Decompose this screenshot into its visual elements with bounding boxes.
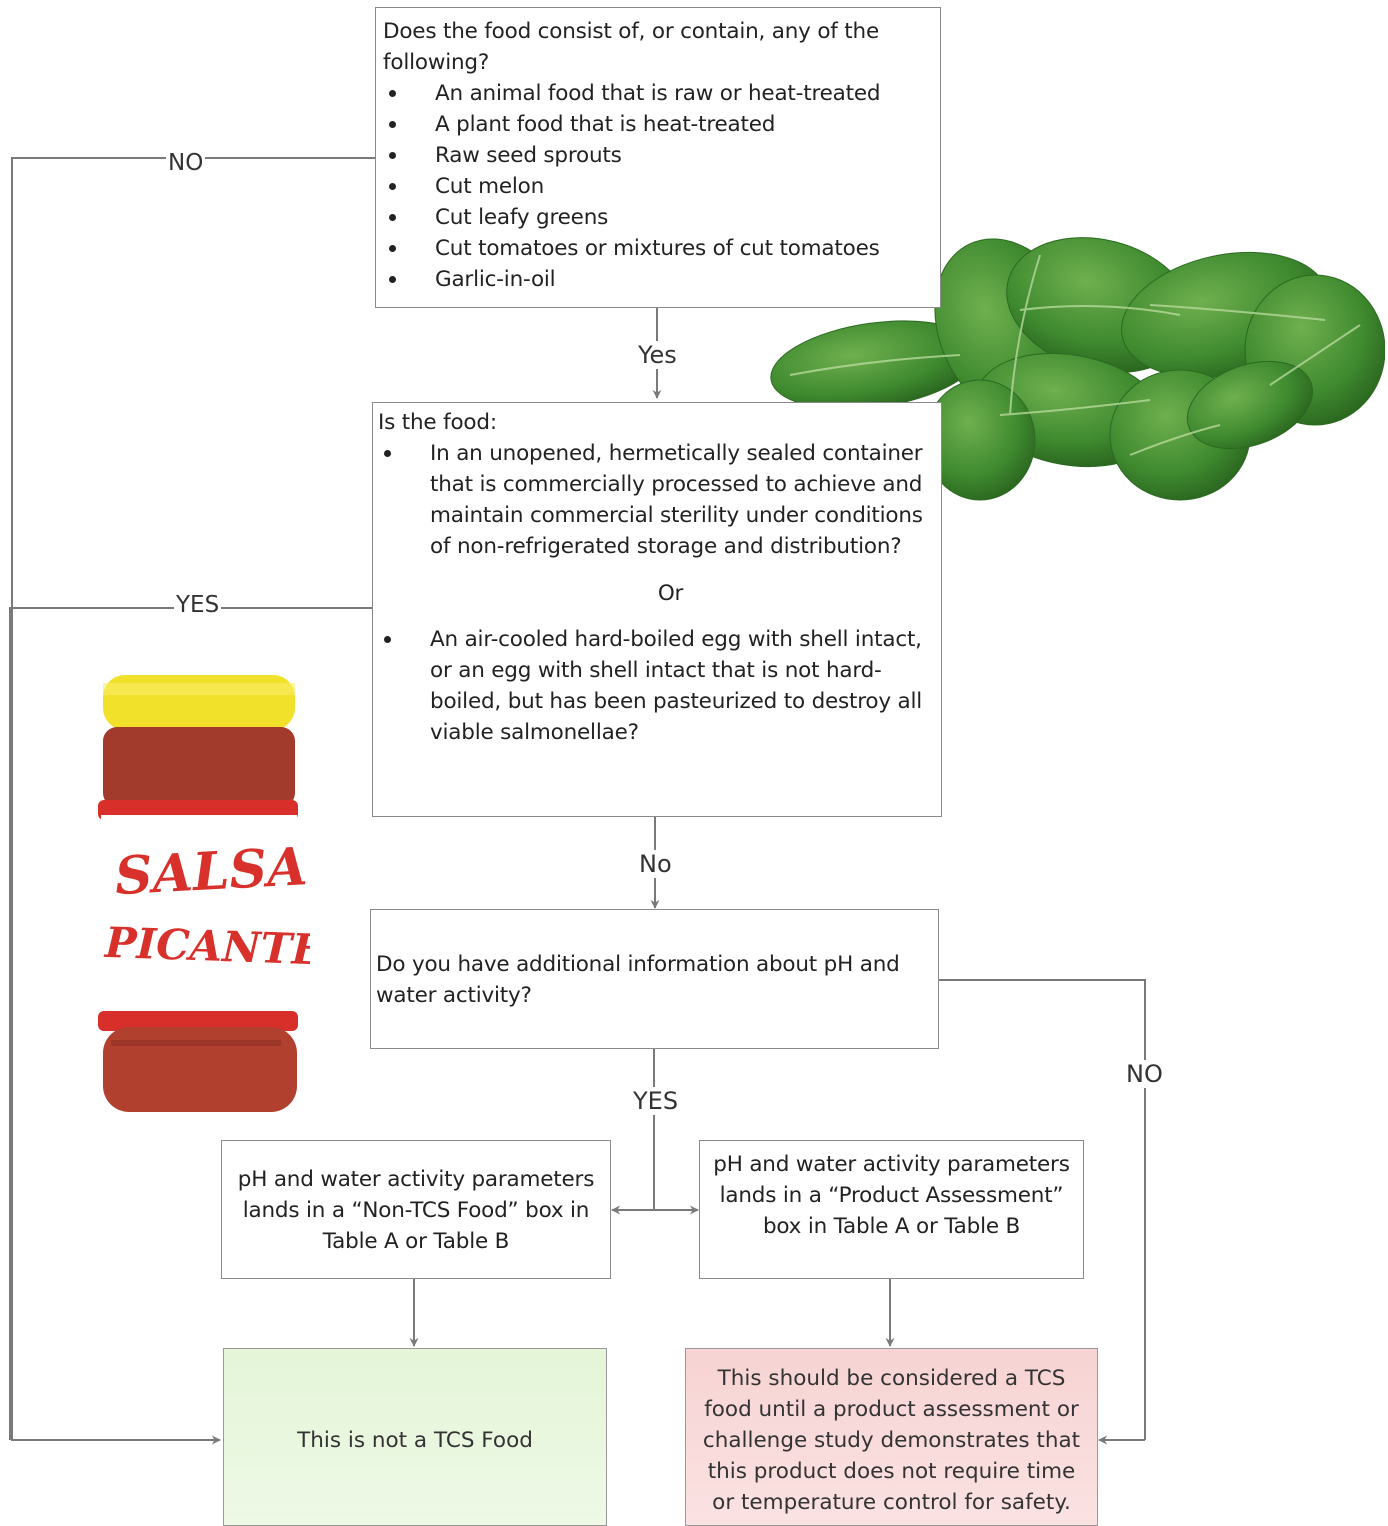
sealed-conditions-list: In an unopened, hermetically sealed cont… — [378, 438, 923, 562]
yes-branch-line — [9, 607, 372, 1440]
question-box-ph-water-activity: Do you have additional information about… — [370, 909, 939, 1049]
yes-label-q1: Yes — [636, 341, 679, 369]
no-label-right: NO — [1124, 1060, 1165, 1088]
list-item: In an unopened, hermetically sealed cont… — [378, 438, 923, 562]
result-not-tcs-text: This is not a TCS Food — [297, 1428, 533, 1453]
no-right-line — [938, 979, 1146, 1440]
no-label-q2: No — [637, 850, 674, 878]
question-sealed-title: Is the food: — [378, 410, 497, 435]
list-item: A plant food that is heat-treated — [383, 109, 932, 140]
question-box-food-types: Does the food consist of, or contain, an… — [375, 7, 941, 308]
list-item: Cut melon — [383, 171, 932, 202]
food-types-list: An animal food that is raw or heat-treat… — [383, 78, 932, 295]
yes-branch-label: YES — [174, 592, 222, 618]
jar-label-line1: SALSA — [113, 836, 308, 907]
list-item: Cut tomatoes or mixtures of cut tomatoes — [383, 233, 932, 264]
salsa-jar-image: SALSA PICANTE — [98, 675, 310, 1112]
assessment-parameters-box: pH and water activity parameters lands i… — [699, 1140, 1084, 1279]
yes-label-q3: YES — [631, 1087, 681, 1115]
question-food-types-title: Does the food consist of, or contain, an… — [383, 19, 879, 75]
result-tcs-text: This should be considered a TCS food unt… — [702, 1366, 1081, 1515]
nontcs-parameters-box: pH and water activity parameters lands i… — [221, 1140, 611, 1279]
list-item: Raw seed sprouts — [383, 140, 932, 171]
question-box-sealed-container: Is the food: In an unopened, hermeticall… — [372, 402, 942, 817]
egg-conditions-list: An air-cooled hard-boiled egg with shell… — [378, 624, 923, 748]
spinach-leaves-image — [770, 237, 1385, 501]
list-item: An air-cooled hard-boiled egg with shell… — [378, 624, 923, 748]
list-item: Cut leafy greens — [383, 202, 932, 233]
result-tcs-box: This should be considered a TCS food unt… — [685, 1348, 1098, 1526]
list-item: Garlic-in-oil — [383, 264, 932, 295]
question-ph-text: Do you have additional information about… — [376, 952, 900, 1008]
assessment-parameters-text: pH and water activity parameters lands i… — [713, 1152, 1070, 1239]
list-item: An animal food that is raw or heat-treat… — [383, 78, 932, 109]
result-not-tcs-box: This is not a TCS Food — [223, 1348, 607, 1526]
nontcs-parameters-text: pH and water activity parameters lands i… — [237, 1167, 595, 1254]
jar-label-line2: PICANTE — [103, 918, 310, 975]
no-branch-label: NO — [166, 150, 206, 176]
or-divider: Or — [657, 581, 684, 606]
salsa-jar-label: SALSA PICANTE — [103, 836, 310, 974]
